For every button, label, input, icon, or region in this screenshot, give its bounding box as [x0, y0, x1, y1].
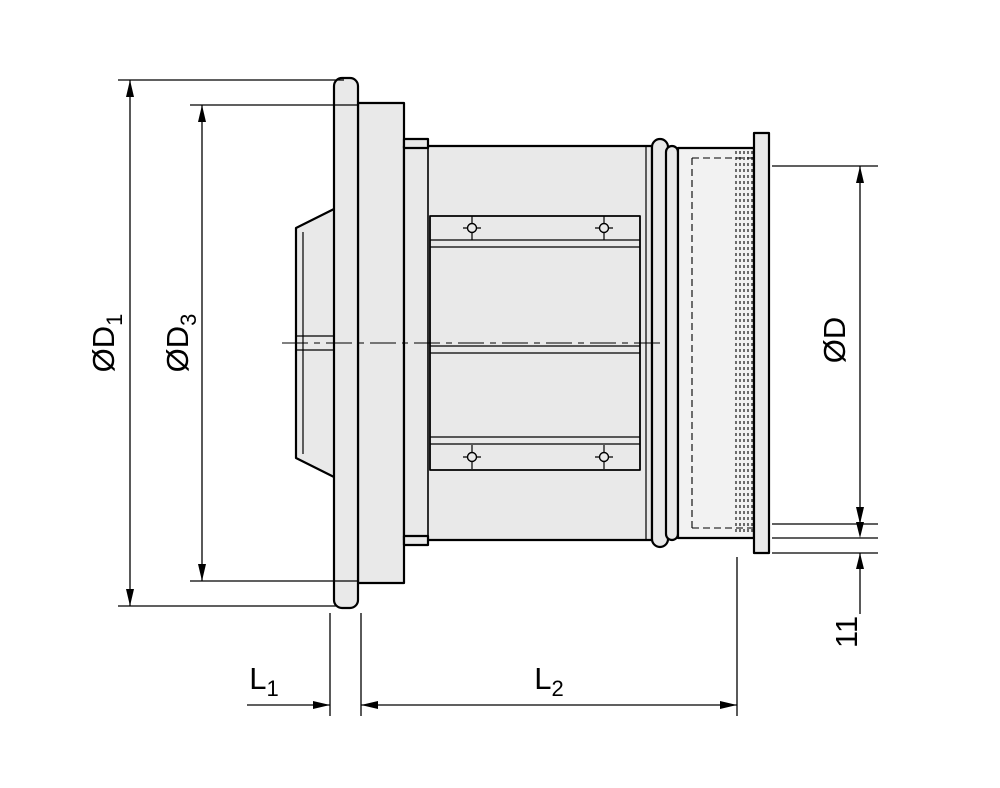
label-d1: ØD1 — [86, 314, 127, 373]
label-l1: L1 — [249, 661, 279, 701]
l2-arrow-right — [720, 701, 737, 709]
l2-arrow-left — [361, 701, 378, 709]
screw-marker-bottom-left — [463, 445, 481, 469]
duct-spigot — [676, 146, 756, 540]
dimension-l2: L2 — [361, 557, 738, 716]
offset-arrow-up — [856, 553, 864, 569]
dimension-l1: L1 — [247, 613, 362, 716]
dimension-d3: ØD3 — [160, 104, 358, 582]
dimension-offset-11: 11 — [772, 522, 878, 648]
l1-arrow — [313, 701, 330, 709]
dimension-d: ØD — [772, 165, 878, 525]
clamp-tab-top — [402, 137, 430, 150]
duct-end-flange — [752, 131, 771, 555]
d3-arrow-top — [198, 105, 206, 122]
screw-marker-top-left — [463, 216, 481, 240]
label-d3: ØD3 — [160, 314, 201, 373]
d-arrow-bottom — [856, 507, 864, 524]
d1-arrow-top — [126, 80, 134, 97]
label-l2: L2 — [534, 661, 564, 701]
label-offset-11: 11 — [829, 616, 864, 648]
d1-arrow-bottom — [126, 589, 134, 606]
d-arrow-top — [856, 166, 864, 183]
screw-marker-top-right — [595, 216, 613, 240]
d3-arrow-bottom — [198, 564, 206, 581]
screw-marker-bottom-right — [595, 445, 613, 469]
dimension-d1: ØD1 — [86, 79, 344, 607]
offset-arrow-down — [856, 522, 864, 538]
connector-bead-inner — [664, 144, 680, 542]
label-d: ØD — [817, 317, 852, 364]
clamp-tab-bottom — [402, 534, 430, 547]
